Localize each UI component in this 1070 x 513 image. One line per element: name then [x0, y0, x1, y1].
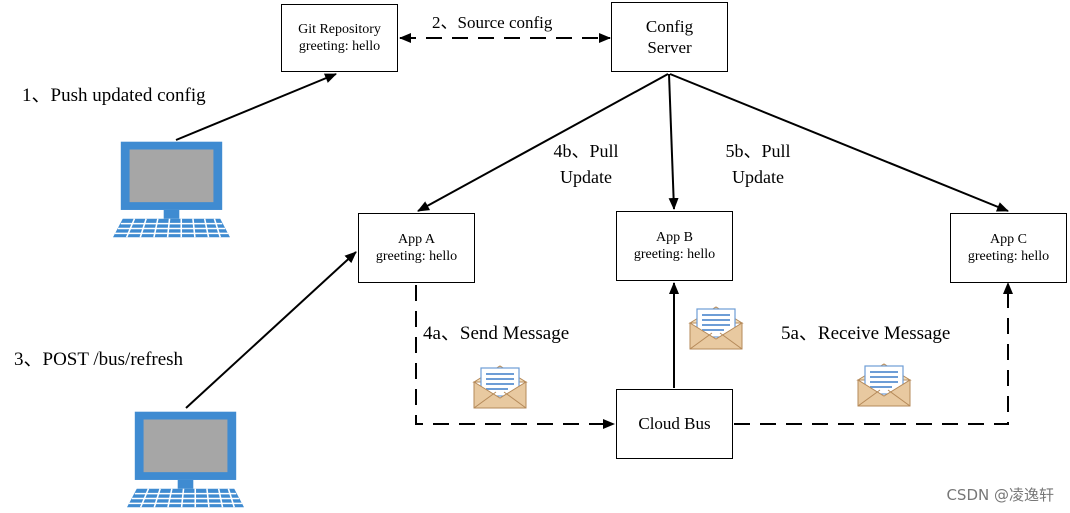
envelope-icon — [473, 365, 527, 409]
label-source-config: 2、Source config — [432, 13, 553, 32]
label-pull-update-5b: 5b、Pull Update — [708, 138, 808, 190]
label-line: 5b、Pull — [725, 141, 791, 161]
config-server-node: Config Server — [611, 2, 728, 72]
label-post-refresh: 3、POST /bus/refresh — [14, 349, 184, 370]
node-content: greeting: hello — [967, 249, 1050, 264]
node-title: App C — [990, 231, 1027, 247]
arrow-push-to-git — [175, 73, 337, 141]
node-content: greeting: hello — [633, 247, 716, 262]
envelope-icon — [857, 363, 911, 407]
label-pull-update-4b: 4b、Pull Update — [536, 138, 636, 190]
node-content: greeting: hello — [375, 249, 458, 264]
computer-icon — [127, 410, 244, 509]
arrow-server-to-app-a — [417, 73, 669, 212]
cloud-bus-node: Cloud Bus — [616, 389, 733, 459]
git-repository-node: Git Repository greeting: hello — [281, 4, 398, 72]
node-content: greeting: hello — [298, 39, 381, 54]
label-receive-message: 5a、Receive Message — [781, 323, 951, 344]
app-b-node: App B greeting: hello — [616, 211, 733, 281]
node-title: Git Repository — [298, 21, 381, 37]
label-push-config: 1、Push updated config — [22, 85, 206, 106]
app-c-node: App C greeting: hello — [950, 213, 1067, 283]
node-title: Cloud Bus — [638, 414, 711, 434]
arrow-receive-message — [734, 282, 1013, 425]
arrow-server-to-app-b — [668, 73, 679, 210]
node-title: Config — [645, 16, 694, 36]
node-title: Server — [647, 38, 692, 57]
label-line: Update — [560, 167, 612, 188]
envelope-icon — [689, 306, 743, 350]
computer-icon — [113, 140, 230, 239]
app-a-node: App A greeting: hello — [358, 213, 475, 283]
arrow-post-to-app-a — [185, 251, 357, 409]
label-send-message: 4a、Send Message — [423, 323, 570, 344]
label-line: Update — [732, 167, 784, 188]
watermark: CSDN @凌逸轩 — [946, 486, 1054, 504]
label-line: 4b、Pull — [553, 141, 619, 161]
node-title: App B — [656, 229, 693, 245]
arrow-send-message — [415, 285, 615, 429]
arrow-server-to-app-c — [669, 73, 1009, 212]
node-title: App A — [398, 231, 435, 247]
